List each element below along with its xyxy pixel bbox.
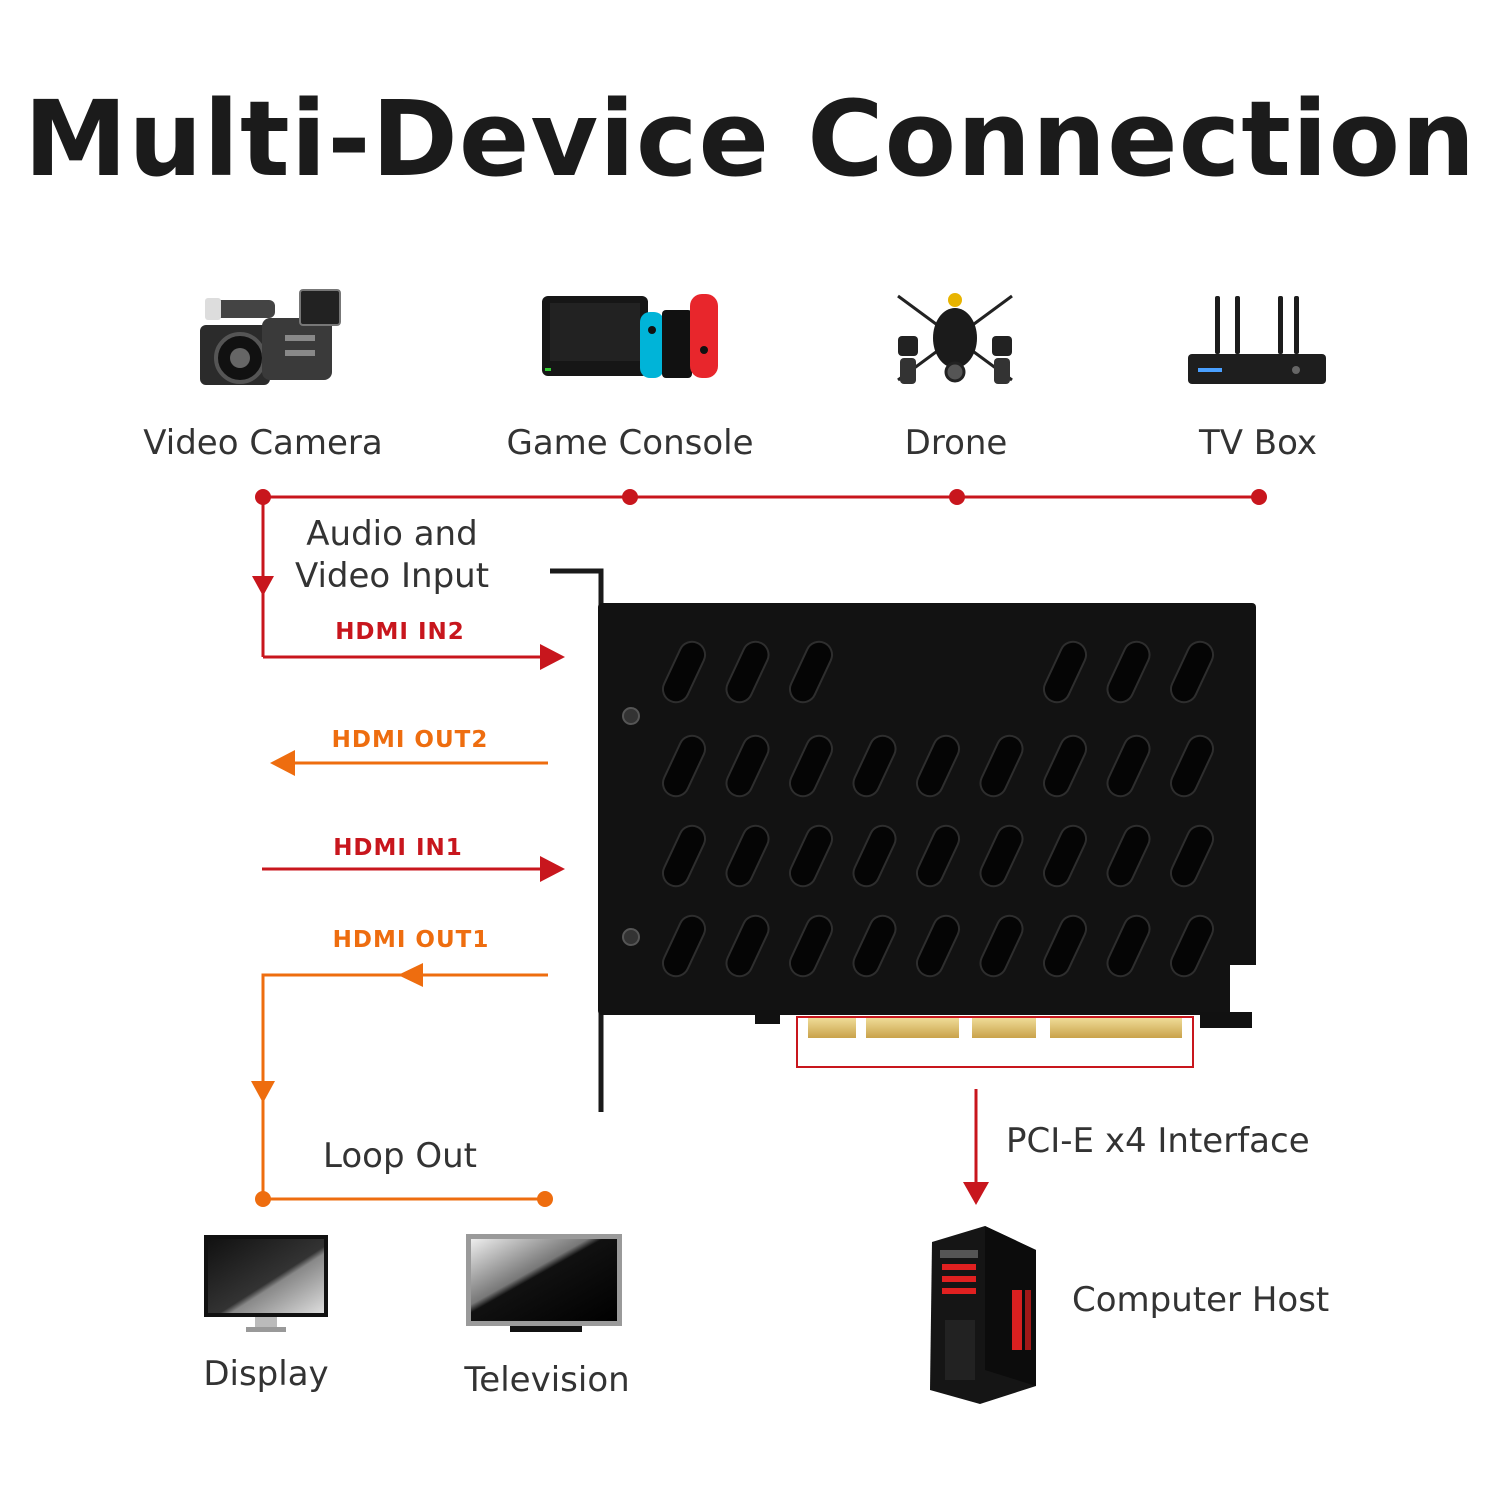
page-title: Multi-Device Connection <box>23 78 1477 200</box>
host-label: Computer Host <box>1072 1280 1330 1320</box>
source-label-drone: Drone <box>904 423 1008 463</box>
vent-slot <box>1042 640 1088 704</box>
arrow-hdmi-in1 <box>262 856 565 882</box>
vent-slot <box>725 734 770 798</box>
drone-icon <box>897 293 1013 384</box>
interface-label: PCI-E x4 Interface <box>1006 1121 1310 1161</box>
input-label-line1: Audio and <box>306 514 478 554</box>
vent-slot <box>661 824 707 888</box>
port-label-hdmi-in2: HDMI IN2 <box>335 619 465 645</box>
vent-slot <box>979 914 1024 978</box>
tv-box-icon <box>1188 296 1326 384</box>
capture-card <box>550 568 1260 1112</box>
vent-slot <box>852 824 897 888</box>
game-console-icon <box>542 294 718 378</box>
source-label-tv-box: TV Box <box>1198 423 1318 463</box>
input-bus <box>252 489 1267 657</box>
vent-slot <box>1042 824 1088 888</box>
arrow-hdmi-in2 <box>263 644 565 670</box>
port-label-hdmi-in1: HDMI IN1 <box>333 835 463 861</box>
vent-slot <box>788 734 834 798</box>
output-label-television: Television <box>464 1360 630 1400</box>
vent-slot <box>1042 734 1088 798</box>
vent-slot <box>661 640 707 704</box>
vent-slot <box>788 824 834 888</box>
vent-slot <box>1169 824 1215 888</box>
port-label-hdmi-out1: HDMI OUT1 <box>332 927 490 953</box>
vent-slot <box>852 914 897 978</box>
vent-slot <box>852 734 897 798</box>
source-label-game-console: Game Console <box>506 423 754 463</box>
vent-slot <box>1106 640 1151 704</box>
vent-slot <box>1169 734 1215 798</box>
display-icon <box>204 1235 328 1332</box>
computer-host-icon <box>930 1226 1036 1404</box>
vent-slot <box>725 914 770 978</box>
arrow-hdmi-out2 <box>270 750 548 776</box>
arrow-pcie <box>963 1089 989 1205</box>
vent-slot <box>725 824 770 888</box>
vent-slot <box>1042 914 1088 978</box>
output-label-display: Display <box>203 1354 329 1394</box>
vent-slot <box>1106 824 1151 888</box>
pcie-highlight-box <box>796 1016 1194 1068</box>
vent-slot <box>915 824 961 888</box>
vent-slot <box>1169 914 1215 978</box>
vent-slot <box>1106 914 1151 978</box>
vent-slot <box>661 734 707 798</box>
vent-slot <box>788 914 834 978</box>
vent-slot <box>1106 734 1151 798</box>
vent-slot <box>725 640 770 704</box>
vent-slot <box>915 734 961 798</box>
arrow-hdmi-out1 <box>251 963 553 1207</box>
vent-slot <box>979 734 1024 798</box>
video-camera-icon <box>200 289 341 385</box>
source-label-video-camera: Video Camera <box>143 423 383 463</box>
television-icon <box>466 1234 622 1332</box>
vent-slot <box>661 914 707 978</box>
port-label-hdmi-out2: HDMI OUT2 <box>331 727 489 753</box>
vent-slot <box>915 914 961 978</box>
input-label-line2: Video Input <box>294 556 490 596</box>
vent-slot <box>979 824 1024 888</box>
pcie-gold-fingers <box>808 1016 1182 1038</box>
loop-out-label: Loop Out <box>323 1136 477 1176</box>
vent-slot <box>788 640 834 704</box>
vent-slot <box>1169 640 1215 704</box>
card-vents <box>661 640 1215 978</box>
